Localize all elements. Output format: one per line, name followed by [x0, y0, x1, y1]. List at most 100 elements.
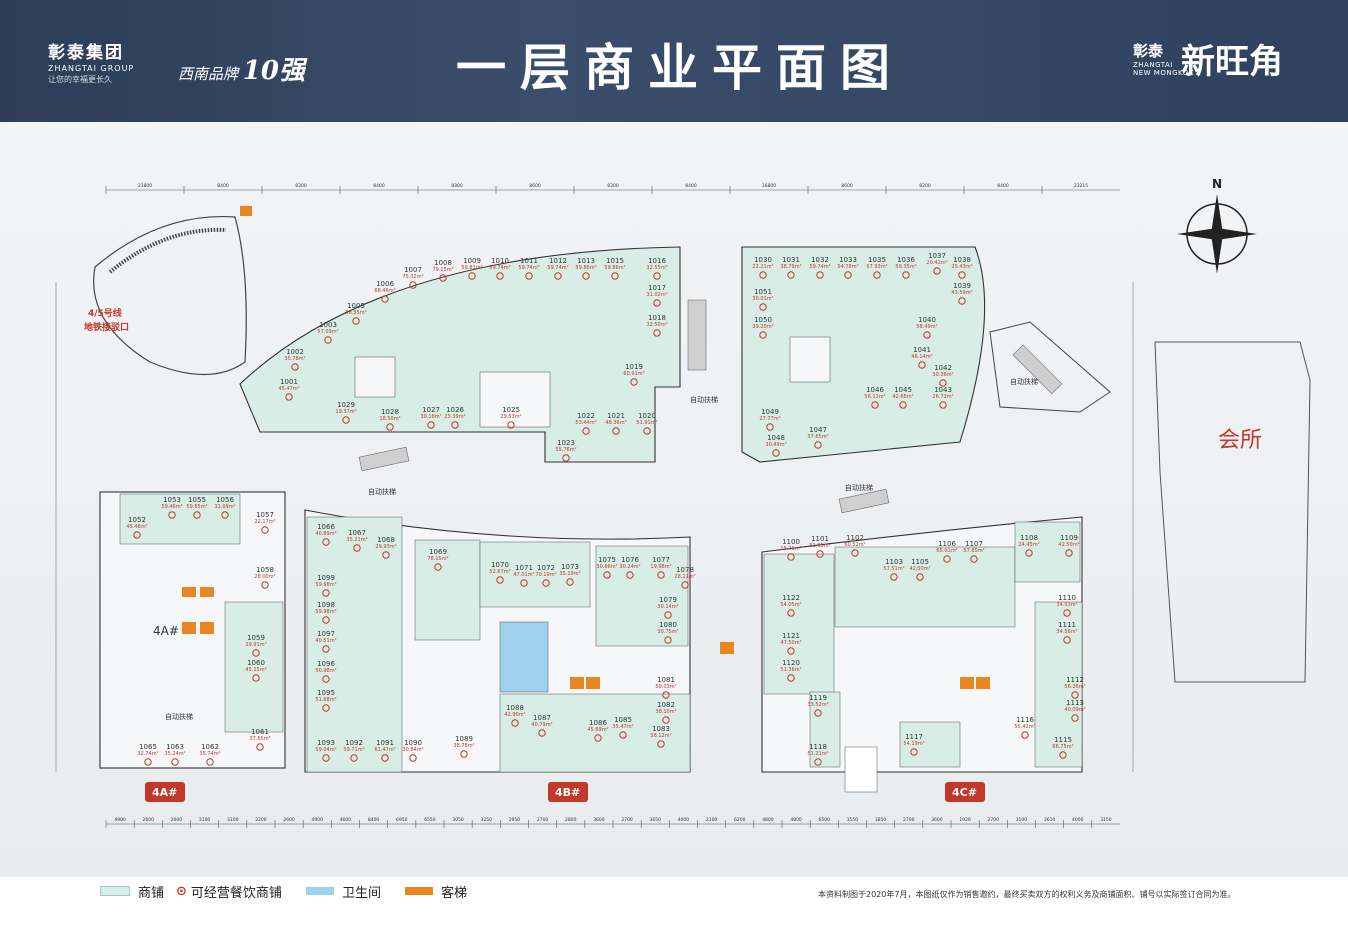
- shop-unit[interactable]: 107828.11m²: [674, 566, 696, 589]
- shop-unit[interactable]: 102919.37m²: [335, 401, 357, 424]
- shop-unit[interactable]: 109740.51m²: [315, 630, 337, 653]
- shop-unit[interactable]: 106045.15m²: [245, 659, 267, 682]
- shop-unit[interactable]: 107052.67m²: [489, 561, 511, 584]
- shop-unit[interactable]: 103943.59m²: [951, 282, 973, 305]
- shop-unit[interactable]: 108535.47m²: [612, 716, 634, 739]
- shop-unit[interactable]: 102355.76m²: [555, 439, 577, 462]
- shop-unit[interactable]: 107270.19m²: [535, 564, 557, 587]
- shop-unit[interactable]: 101731.02m²: [646, 284, 668, 307]
- shop-unit[interactable]: 102625.39m²: [444, 406, 466, 429]
- shop-unit[interactable]: 101960.91m²: [623, 363, 645, 386]
- shop-unit[interactable]: 102051.91m²: [636, 412, 658, 435]
- shop-unit[interactable]: 105130.01m²: [752, 288, 774, 311]
- shop-unit[interactable]: 109959.98m²: [315, 574, 337, 597]
- shop-unit[interactable]: 110260.52m²: [844, 534, 866, 557]
- shop-unit[interactable]: 107147.01m²: [513, 564, 535, 587]
- shop-unit[interactable]: 100145.47m²: [278, 378, 300, 401]
- shop-unit[interactable]: 100357.09m²: [317, 321, 339, 344]
- shop-unit[interactable]: 108842.90m²: [504, 704, 526, 727]
- shop-unit[interactable]: 108645.69m²: [587, 719, 609, 742]
- shop-unit[interactable]: 105631.09m²: [214, 496, 236, 519]
- shop-unit[interactable]: 110824.45m²: [1018, 534, 1040, 557]
- shop-unit[interactable]: 111256.26m²: [1064, 676, 1086, 699]
- shop-unit[interactable]: 101259.74m²: [547, 257, 569, 280]
- shop-unit[interactable]: 111933.52m²: [807, 694, 829, 717]
- shop-unit[interactable]: 104542.66m²: [892, 386, 914, 409]
- shop-unit[interactable]: 108938.78m²: [453, 735, 475, 758]
- shop-unit[interactable]: 104927.77m²: [759, 408, 781, 431]
- shop-unit[interactable]: 106640.89m²: [315, 523, 337, 546]
- shop-unit[interactable]: 105929.91m²: [245, 634, 267, 657]
- shop-unit[interactable]: 109859.98m²: [315, 601, 337, 624]
- shop-unit[interactable]: 111655.42m²: [1014, 716, 1036, 739]
- shop-unit[interactable]: 104326.72m²: [932, 386, 954, 409]
- shop-unit[interactable]: 107719.98m²: [650, 556, 672, 579]
- shop-unit[interactable]: 101159.74m²: [518, 257, 540, 280]
- shop-unit[interactable]: 102253.44m²: [575, 412, 597, 435]
- shop-unit[interactable]: 107335.19m²: [559, 563, 581, 586]
- shop-unit[interactable]: 101832.50m²: [646, 314, 668, 337]
- shop-unit[interactable]: 103022.21m²: [752, 256, 774, 279]
- shop-unit[interactable]: 102529.53m²: [500, 406, 522, 429]
- shop-unit[interactable]: 100558.55m²: [345, 302, 367, 325]
- shop-unit[interactable]: 110542.50m²: [909, 558, 931, 581]
- shop-unit[interactable]: 106735.21m²: [346, 529, 368, 552]
- shop-unit[interactable]: 105559.65m²: [186, 496, 208, 519]
- shop-unit[interactable]: 108159.03m²: [655, 676, 677, 699]
- shop-unit[interactable]: 103659.35m²: [895, 256, 917, 279]
- shop-unit[interactable]: 104737.65m²: [807, 426, 829, 449]
- shop-unit[interactable]: 108030.75m²: [657, 621, 679, 644]
- shop-unit[interactable]: 100668.46m²: [374, 280, 396, 303]
- shop-unit[interactable]: 111566.75m²: [1052, 736, 1074, 759]
- shop-unit[interactable]: 110151.05m²: [809, 535, 831, 558]
- shop-unit[interactable]: 103138.79m²: [780, 256, 802, 279]
- shop-unit[interactable]: 102148.36m²: [605, 412, 627, 435]
- shop-unit[interactable]: 111340.09m²: [1064, 699, 1086, 722]
- shop-unit[interactable]: 100879.15m²: [432, 259, 454, 282]
- shop-unit[interactable]: 110942.50m²: [1058, 534, 1080, 557]
- shop-unit[interactable]: 101632.55m²: [646, 257, 668, 280]
- shop-unit[interactable]: 103720.41m²: [926, 252, 948, 275]
- shop-unit[interactable]: 105245.48m²: [126, 516, 148, 539]
- shop-unit[interactable]: 109650.98m²: [315, 660, 337, 683]
- shop-unit[interactable]: 108740.79m²: [531, 714, 553, 737]
- shop-unit[interactable]: 102818.50m²: [379, 408, 401, 431]
- shop-unit[interactable]: 103259.74m²: [809, 256, 831, 279]
- shop-unit[interactable]: 106335.24m²: [164, 743, 186, 766]
- shop-unit[interactable]: 108358.12m²: [650, 725, 672, 748]
- shop-unit[interactable]: 103825.43m²: [951, 256, 973, 279]
- shop-unit[interactable]: 107530.66m²: [596, 556, 618, 579]
- shop-unit[interactable]: 101059.74m²: [489, 257, 511, 280]
- shop-unit[interactable]: 105722.17m²: [254, 511, 276, 534]
- shop-unit[interactable]: 106532.74m²: [137, 743, 159, 766]
- shop-unit[interactable]: 107630.24m²: [619, 556, 641, 579]
- shop-unit[interactable]: 101359.86m²: [575, 257, 597, 280]
- shop-unit[interactable]: 105359.46m²: [161, 496, 183, 519]
- shop-unit[interactable]: 112147.50m²: [780, 632, 802, 655]
- shop-unit[interactable]: 110357.51m²: [883, 558, 905, 581]
- shop-unit[interactable]: 105039.20m²: [752, 316, 774, 339]
- shop-unit[interactable]: 109259.71m²: [343, 739, 365, 762]
- shop-unit[interactable]: 111134.56m²: [1056, 621, 1078, 644]
- shop-unit[interactable]: 109359.04m²: [315, 739, 337, 762]
- shop-unit[interactable]: 107930.14m²: [657, 596, 679, 619]
- shop-unit[interactable]: 103557.93m²: [866, 256, 888, 279]
- shop-unit[interactable]: 106137.65m²: [249, 728, 271, 751]
- shop-unit[interactable]: 100775.32m²: [402, 266, 424, 289]
- shop-unit[interactable]: 104146.14m²: [911, 346, 933, 369]
- shop-unit[interactable]: 109030.84m²: [402, 739, 424, 762]
- shop-unit[interactable]: 106978.15m²: [427, 548, 449, 571]
- shop-unit[interactable]: 100959.83m²: [461, 257, 483, 280]
- shop-unit[interactable]: 103354.78m²: [837, 256, 859, 279]
- shop-unit[interactable]: 108238.10m²: [655, 701, 677, 724]
- shop-unit[interactable]: 104058.49m²: [916, 316, 938, 339]
- shop-unit[interactable]: 104656.11m²: [864, 386, 886, 409]
- shop-unit[interactable]: 106235.74m²: [199, 743, 221, 766]
- shop-unit[interactable]: 112254.05m²: [780, 594, 802, 617]
- shop-unit[interactable]: 109161.47m²: [374, 739, 396, 762]
- shop-unit[interactable]: 101559.86m²: [604, 257, 626, 280]
- shop-unit[interactable]: 100235.78m²: [284, 348, 306, 371]
- shop-unit[interactable]: 110015.71m²: [780, 538, 802, 561]
- shop-unit[interactable]: 102730.16m²: [420, 406, 442, 429]
- shop-unit[interactable]: 110757.65m²: [963, 540, 985, 563]
